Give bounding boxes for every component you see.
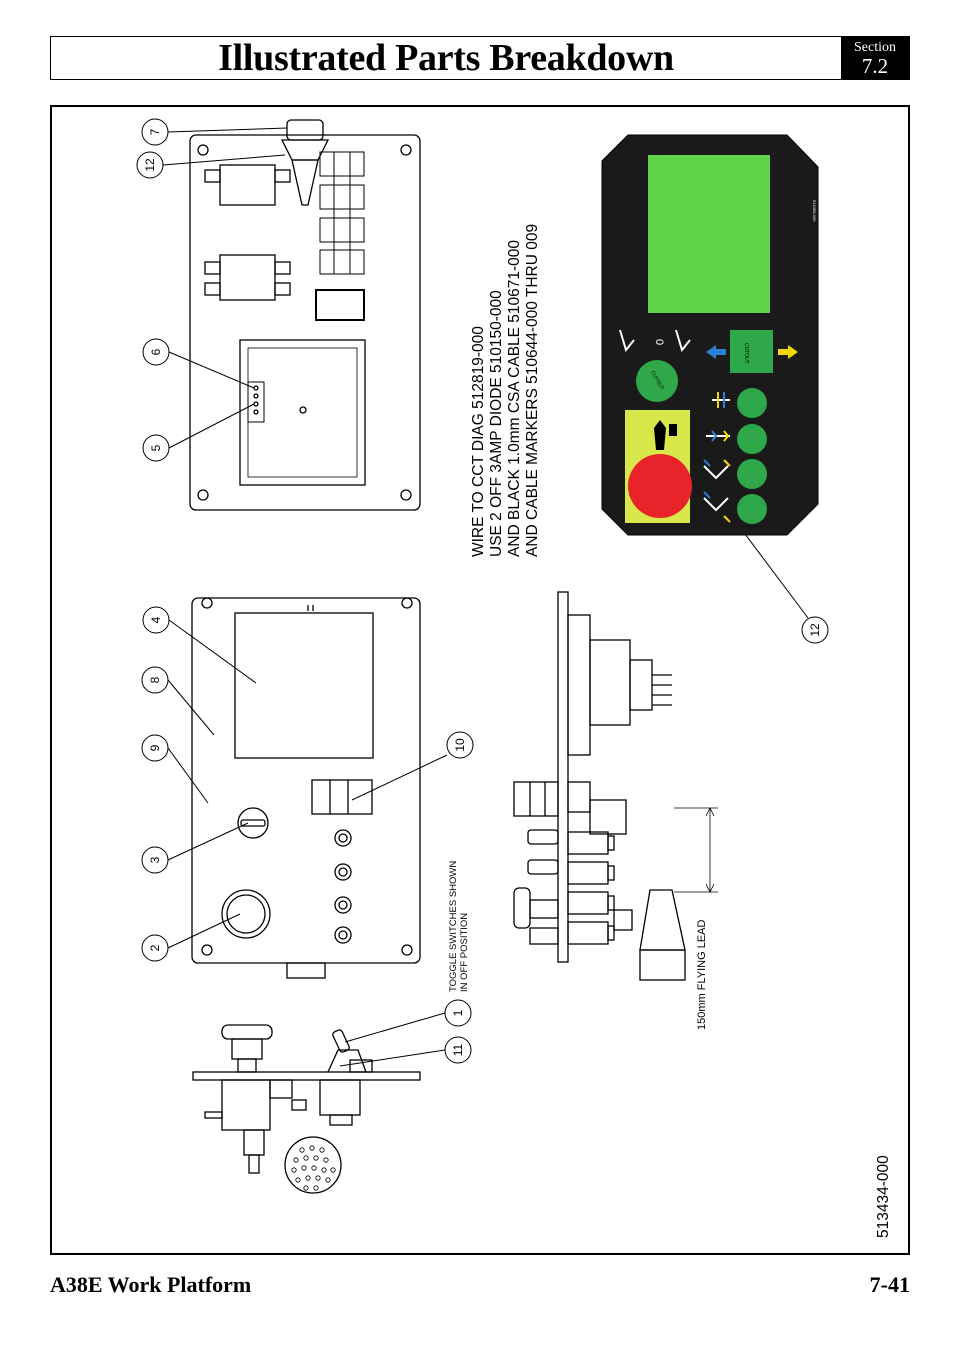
footer-product-name: A38E Work Platform [50, 1272, 252, 1297]
decal-function-button-2 [737, 424, 767, 454]
boom-symbol-icon [619, 329, 691, 353]
callout-9: 9 [148, 744, 162, 751]
section-number: 7.2 [861, 54, 889, 78]
decal-cutout-square [730, 330, 773, 373]
drawing-part-number: 513434-000 [875, 1155, 892, 1238]
function-symbol-icons [703, 392, 731, 523]
callout-4: 4 [149, 616, 163, 623]
callout-11: 11 [451, 1043, 465, 1056]
toggle-note-line-2: IN OFF POSITION [459, 913, 470, 992]
section-label: Section [854, 40, 896, 55]
callout-12-top: 12 [143, 158, 157, 172]
control-decal: 512495-000 CUTOUT CUTOUT 0 [601, 134, 819, 536]
flying-lead-note: 150mm FLYING LEAD [696, 920, 708, 1030]
control-panel-side-view [513, 591, 718, 981]
callout-10: 10 [453, 738, 467, 752]
callout-2: 2 [148, 944, 162, 951]
page-title: Illustrated Parts Breakdown [218, 37, 674, 79]
decal-small-code: 512495-000 [812, 200, 817, 222]
section-header: Illustrated Parts Breakdown Section 7.2 [50, 36, 910, 80]
wiring-note-line-1: WIRE TO CCT DIAG 512819-000 [470, 326, 487, 557]
callouts [136, 118, 829, 1067]
wiring-note-line-4: AND CABLE MARKERS 510644-000 THRU 009 [524, 224, 541, 557]
decal-estop-button [628, 454, 692, 518]
control-box-inside-view [189, 119, 421, 511]
callout-1: 1 [451, 1009, 465, 1016]
wiring-note: WIRE TO CCT DIAG 512819-000 USE 2 OFF 3A… [470, 224, 541, 557]
wiring-note-line-2: USE 2 OFF 3AMP DIODE 510150-000 [488, 290, 505, 557]
callout-8: 8 [148, 676, 162, 683]
toggle-note: TOGGLE SWITCHES SHOWN IN OFF POSITION [448, 861, 470, 992]
callout-7: 7 [148, 128, 162, 135]
decal-display-window [648, 155, 770, 313]
decal-function-button-3 [737, 459, 767, 489]
arrow-right-icon [778, 345, 798, 359]
decal-selector-zero: 0 [653, 339, 665, 345]
decal-selector-button [636, 360, 678, 402]
drawing-frame: 7 12 6 5 4 8 9 3 2 10 1 11 12 WIRE TO CC… [50, 105, 910, 1255]
callout-6: 6 [149, 348, 163, 355]
decal-function-button-1 [737, 388, 767, 418]
callout-3: 3 [148, 856, 162, 863]
footer-page-number: 7-41 [869, 1272, 910, 1297]
wiring-note-line-3: AND BLACK 1.0mm CSA CABLE 510671-000 [506, 240, 523, 557]
callout-5: 5 [149, 444, 163, 451]
control-box-side-section [192, 1024, 421, 1194]
toggle-note-line-1: TOGGLE SWITCHES SHOWN [448, 861, 459, 992]
decal-cutout-square-label: CUTOUT [743, 343, 749, 364]
callout-12-decal: 12 [808, 623, 822, 637]
section-badge: Section 7.2 [841, 37, 909, 79]
decal-function-button-4 [737, 494, 767, 524]
arrow-left-icon [706, 345, 726, 359]
parts-drawing: 7 12 6 5 4 8 9 3 2 10 1 11 12 WIRE TO CC… [136, 118, 892, 1238]
estop-symbol-icon [654, 420, 677, 450]
